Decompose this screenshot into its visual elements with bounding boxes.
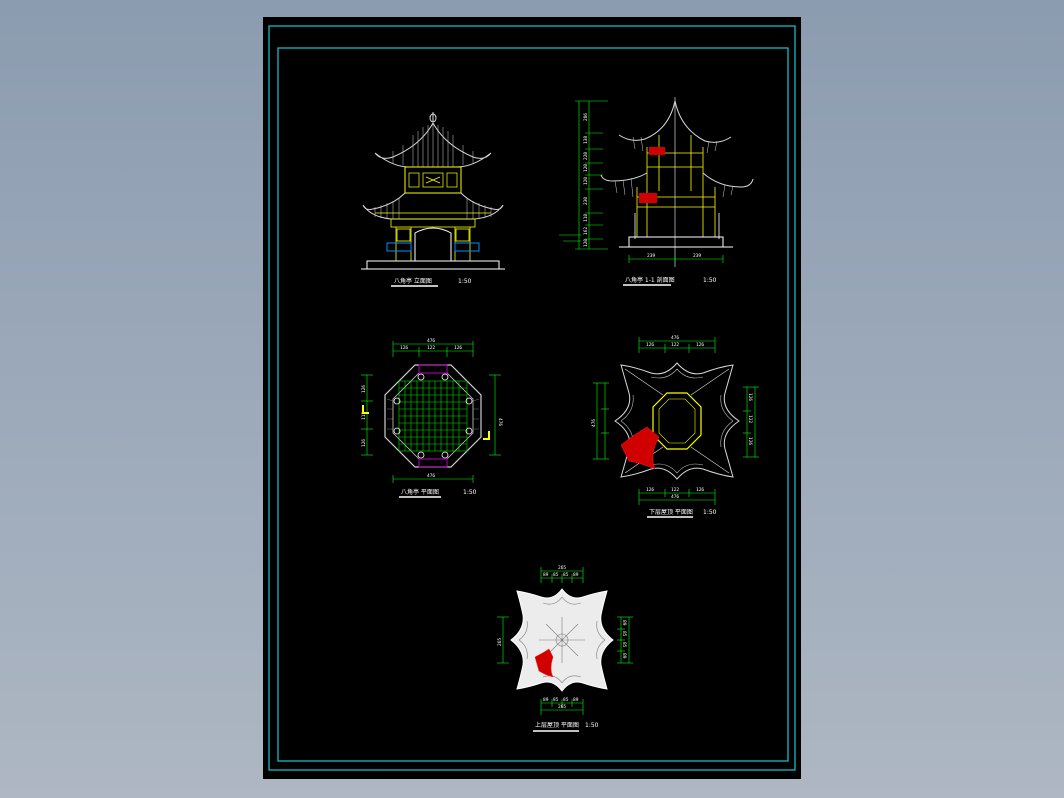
plan-top-a: 126: [400, 345, 408, 351]
uroof-top-total: 265: [558, 565, 566, 571]
lroof-top-a: 126: [646, 342, 654, 348]
plan-outer-octagon: [384, 364, 482, 468]
right-railing: [454, 242, 480, 252]
lower-roof: [362, 192, 504, 220]
plan-side-a: 126: [361, 385, 367, 393]
plan-door-top: [418, 364, 448, 374]
lroof-bottom-a: 126: [646, 487, 654, 493]
uroof-bottom-a: 89: [543, 697, 549, 703]
upper-roof-plan: 265 89 85 85 89 265 89 85 85 89: [497, 565, 633, 732]
plan-door-bottom: [418, 458, 448, 468]
upper-roof-title: 上层屋顶 平面图: [535, 721, 579, 729]
plan-right-dim: 476: [497, 418, 503, 426]
drawing-sheet: 八角亭 立面图 1:50 286 138 220 120 120 230: [263, 17, 801, 779]
lroof-right-a: 126: [747, 393, 753, 401]
section-dim-2: 138: [583, 136, 589, 144]
cad-drawing: 八角亭 立面图 1:50 286 138 220 120 120 230: [268, 25, 796, 771]
section-base-dim-right: 239: [693, 253, 701, 259]
lroof-bottom-c: 126: [696, 487, 704, 493]
uroof-right-a: 89: [621, 620, 627, 626]
section-marker-2: [483, 431, 490, 440]
section-marker-1: [362, 405, 369, 414]
plan-title: 八角亭 平面图: [401, 488, 439, 496]
section-dim-1: 286: [583, 113, 589, 121]
section-lower-roof: [600, 172, 754, 188]
uroof-bottom-d: 89: [573, 697, 579, 703]
upper-roof-scale: 1:50: [585, 722, 599, 729]
lower-roof-plan: 476 126 122 126 476 126 122 126: [591, 335, 759, 518]
column: [465, 397, 473, 405]
plan-bottom-dim: 476: [427, 473, 435, 479]
inner-frame: [277, 47, 789, 762]
lroof-top-total: 476: [671, 335, 679, 341]
lroof-right-c: 126: [747, 437, 753, 445]
section-dim-9: 120: [583, 239, 589, 247]
section-base-dim-left: 239: [647, 253, 655, 259]
elevation-view: 八角亭 立面图 1:50: [361, 112, 505, 287]
plan-floor-grid: [398, 380, 468, 452]
plan-view: 476 126 122 126 126 112 126 476: [361, 338, 503, 498]
section-scale: 1:50: [703, 277, 717, 284]
lroof-top-b: 122: [671, 342, 679, 348]
uroof-top-b: 85: [553, 572, 559, 578]
section-upper-roof: [618, 100, 732, 143]
plan-top-c: 126: [454, 345, 462, 351]
lroof-side-total: 476: [591, 419, 597, 427]
section-dim-7: 118: [583, 214, 589, 222]
plan-scale: 1:50: [463, 489, 477, 496]
uroof-top-a: 89: [543, 572, 549, 578]
uroof-top-c: 85: [563, 572, 569, 578]
uroof-bottom-c: 85: [563, 697, 569, 703]
column: [393, 427, 401, 435]
column: [441, 373, 449, 381]
elevation-title: 八角亭 立面图: [394, 277, 432, 285]
lower-beam-red: [639, 193, 657, 203]
lower-roof-section-hatch: [620, 426, 660, 470]
section-dim-3: 220: [583, 152, 589, 160]
section-dim-6: 230: [583, 197, 589, 205]
column: [417, 451, 425, 459]
left-railing: [386, 242, 412, 252]
plan-side-c: 126: [361, 439, 367, 447]
lower-roof-inner-octagon: [652, 392, 702, 450]
column: [465, 427, 473, 435]
lroof-top-c: 126: [696, 342, 704, 348]
section-view: 286 138 220 120 120 230 118 162 120: [559, 97, 754, 286]
lower-roof-scale: 1:50: [703, 509, 717, 516]
uroof-right-d: 89: [621, 653, 627, 659]
upper-roof-section-hatch: [534, 648, 554, 678]
section-base: [628, 236, 724, 248]
uroof-right-c: 85: [621, 642, 627, 648]
uroof-bottom-b: 85: [553, 697, 559, 703]
lroof-bottom-b: 122: [671, 487, 679, 493]
plan-side-b: 112: [361, 412, 367, 420]
lroof-right-b: 122: [747, 415, 753, 423]
column: [417, 373, 425, 381]
column: [441, 451, 449, 459]
plan-top-total: 476: [427, 338, 435, 344]
uroof-left-total: 265: [497, 638, 503, 646]
uroof-right-b: 85: [621, 631, 627, 637]
upper-frieze: [404, 166, 462, 194]
section-dim-8: 162: [583, 227, 589, 235]
upper-beam-red: [649, 147, 665, 155]
section-title: 八角亭 1-1 剖面图: [625, 276, 675, 284]
lroof-bottom-total: 476: [671, 494, 679, 500]
outer-frame: [268, 25, 796, 771]
elevation-scale: 1:50: [458, 278, 472, 285]
lower-roof-outline: [614, 362, 740, 480]
uroof-bottom-total: 265: [558, 704, 566, 710]
lower-roof-title: 下层屋顶 平面图: [649, 509, 693, 516]
elevation-base: [366, 260, 500, 270]
doorway: [414, 227, 452, 261]
section-dim-5: 120: [583, 177, 589, 185]
plan-top-b: 122: [427, 345, 435, 351]
column: [393, 397, 401, 405]
section-dim-4: 120: [583, 164, 589, 172]
uroof-top-d: 89: [573, 572, 579, 578]
